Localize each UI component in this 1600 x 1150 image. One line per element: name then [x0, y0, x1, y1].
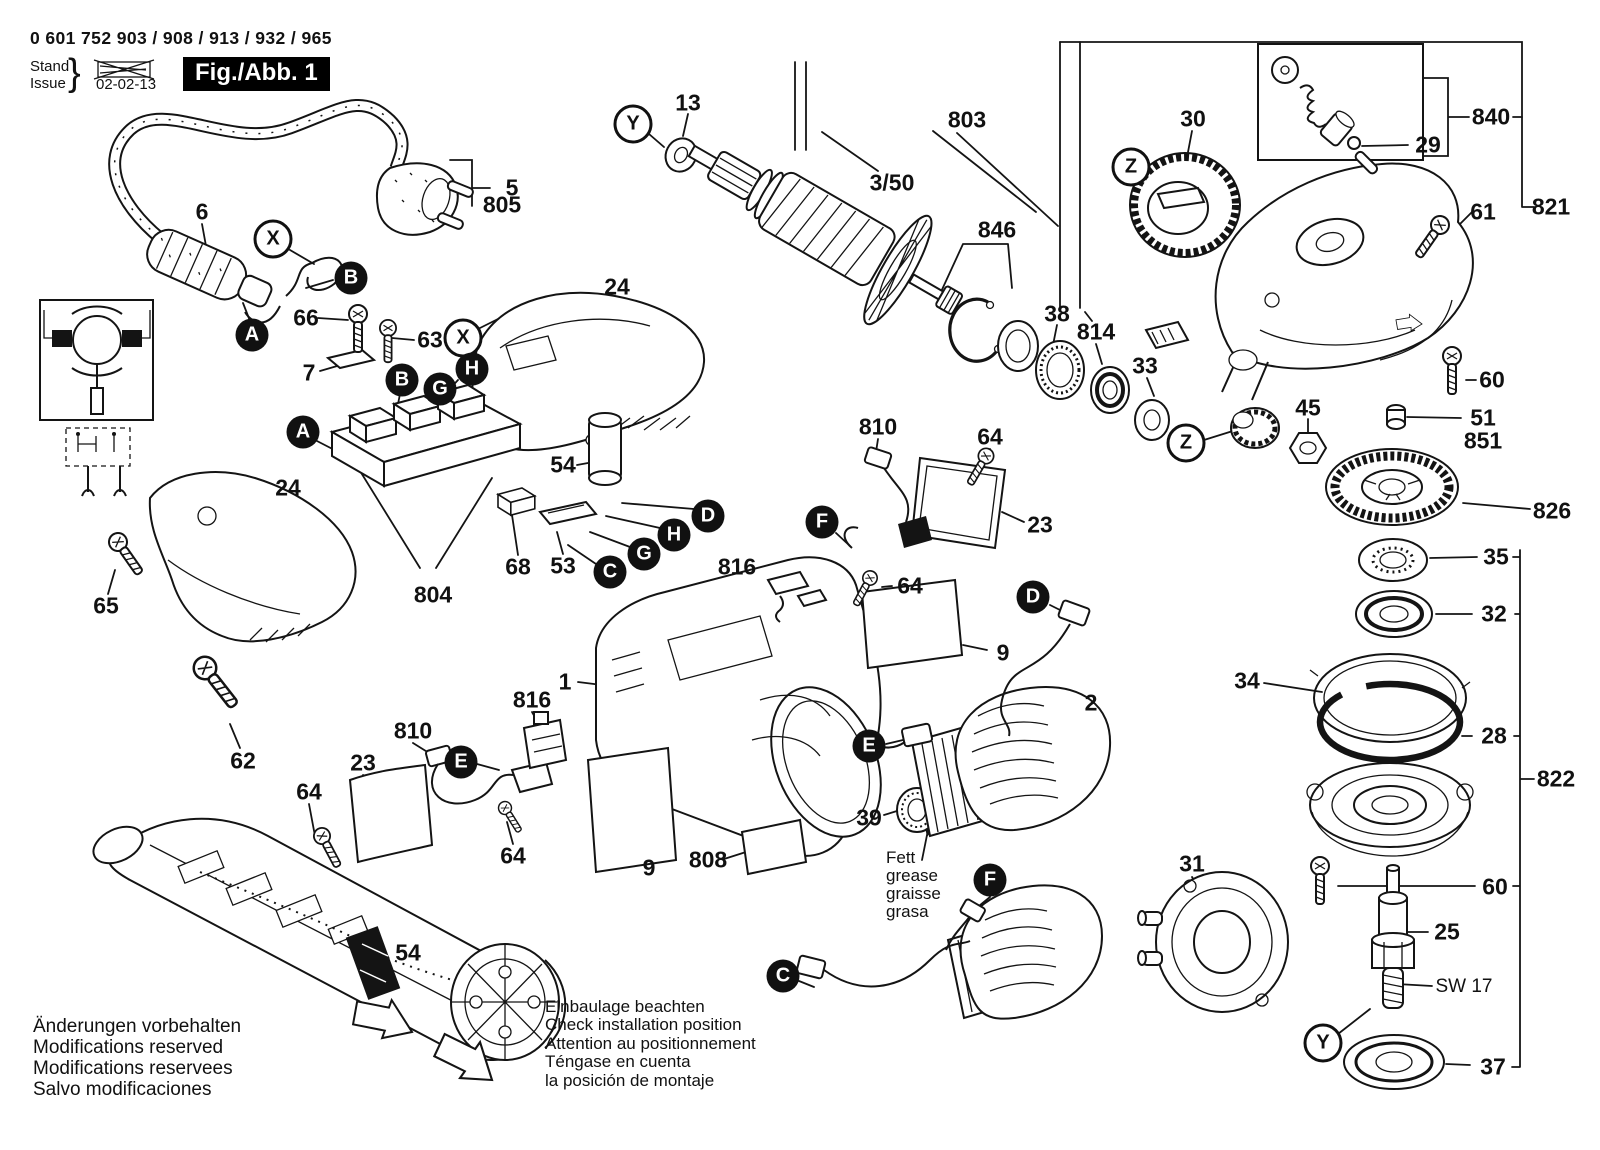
bearing-13 [664, 137, 698, 173]
field-coil-bottom [946, 884, 1104, 1020]
seal-32 [1355, 590, 1433, 638]
pinion-and-nut [1230, 404, 1406, 464]
wires-and-connectors [425, 446, 1091, 988]
handle-housing-bottom [148, 471, 357, 643]
power-cord [108, 99, 474, 324]
ring-gear-30 [1129, 152, 1241, 258]
armature [664, 137, 964, 326]
bevel-gear-826 [1325, 448, 1459, 526]
screw-60 [1310, 856, 1330, 905]
assembled-detail-view [92, 817, 567, 1095]
cord-protector [146, 228, 273, 308]
old-date-stamp [93, 59, 155, 80]
screw-62 [187, 650, 245, 714]
wiring-schematic-inset [39, 299, 154, 497]
spindle-lock-parts [1271, 56, 1379, 175]
screw-65 [104, 528, 149, 580]
bearing-flange-31 [1137, 871, 1289, 1013]
retaining-ring-34 [1309, 653, 1471, 743]
bearing-35 [1358, 538, 1428, 582]
plug [375, 162, 474, 236]
brush-holder-right [766, 570, 828, 623]
screw-60 [1442, 346, 1462, 395]
bearing-row [948, 297, 1190, 441]
bearing-flange-822 [1306, 762, 1474, 857]
cover-panels [348, 456, 1007, 876]
handle-housing-top [470, 291, 706, 452]
capacitor-54 [588, 412, 622, 486]
field-coil-right [910, 686, 1112, 838]
switch-assembly [325, 304, 622, 526]
brush-holder-left [522, 711, 568, 770]
gear-housing [1214, 162, 1474, 401]
o-ring-28 [1316, 680, 1464, 764]
spindle-25 [1371, 864, 1415, 1009]
screw-64 [495, 798, 526, 836]
washer-37 [1343, 1034, 1445, 1090]
